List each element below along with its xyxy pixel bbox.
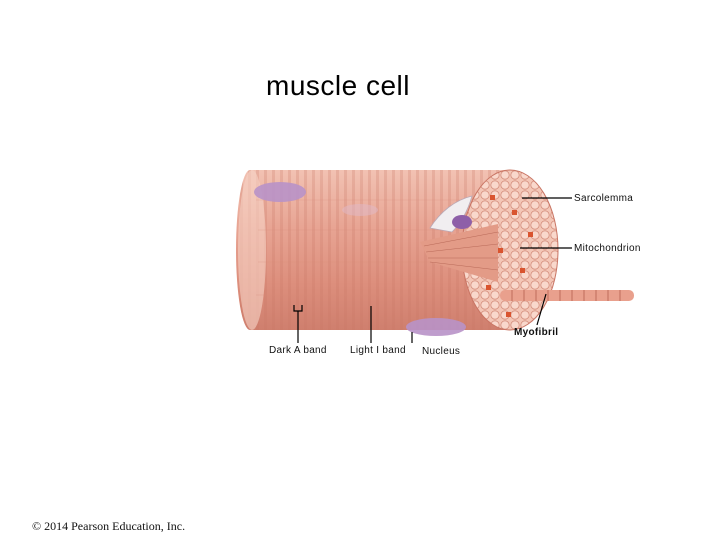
myofibril [500,290,634,301]
label-nucleus: Nucleus [422,346,460,357]
copyright-notice: © 2014 Pearson Education, Inc. [32,519,185,534]
nucleus-top [254,182,306,202]
label-mitochondrion: Mitochondrion [574,243,641,254]
label-dark-a-band: Dark A band [269,345,327,356]
nucleus-bottom [406,318,466,336]
label-sarcolemma: Sarcolemma [574,193,633,204]
label-light-i-band: Light I band [350,345,406,356]
label-myofibril: Myofibril [514,327,558,338]
